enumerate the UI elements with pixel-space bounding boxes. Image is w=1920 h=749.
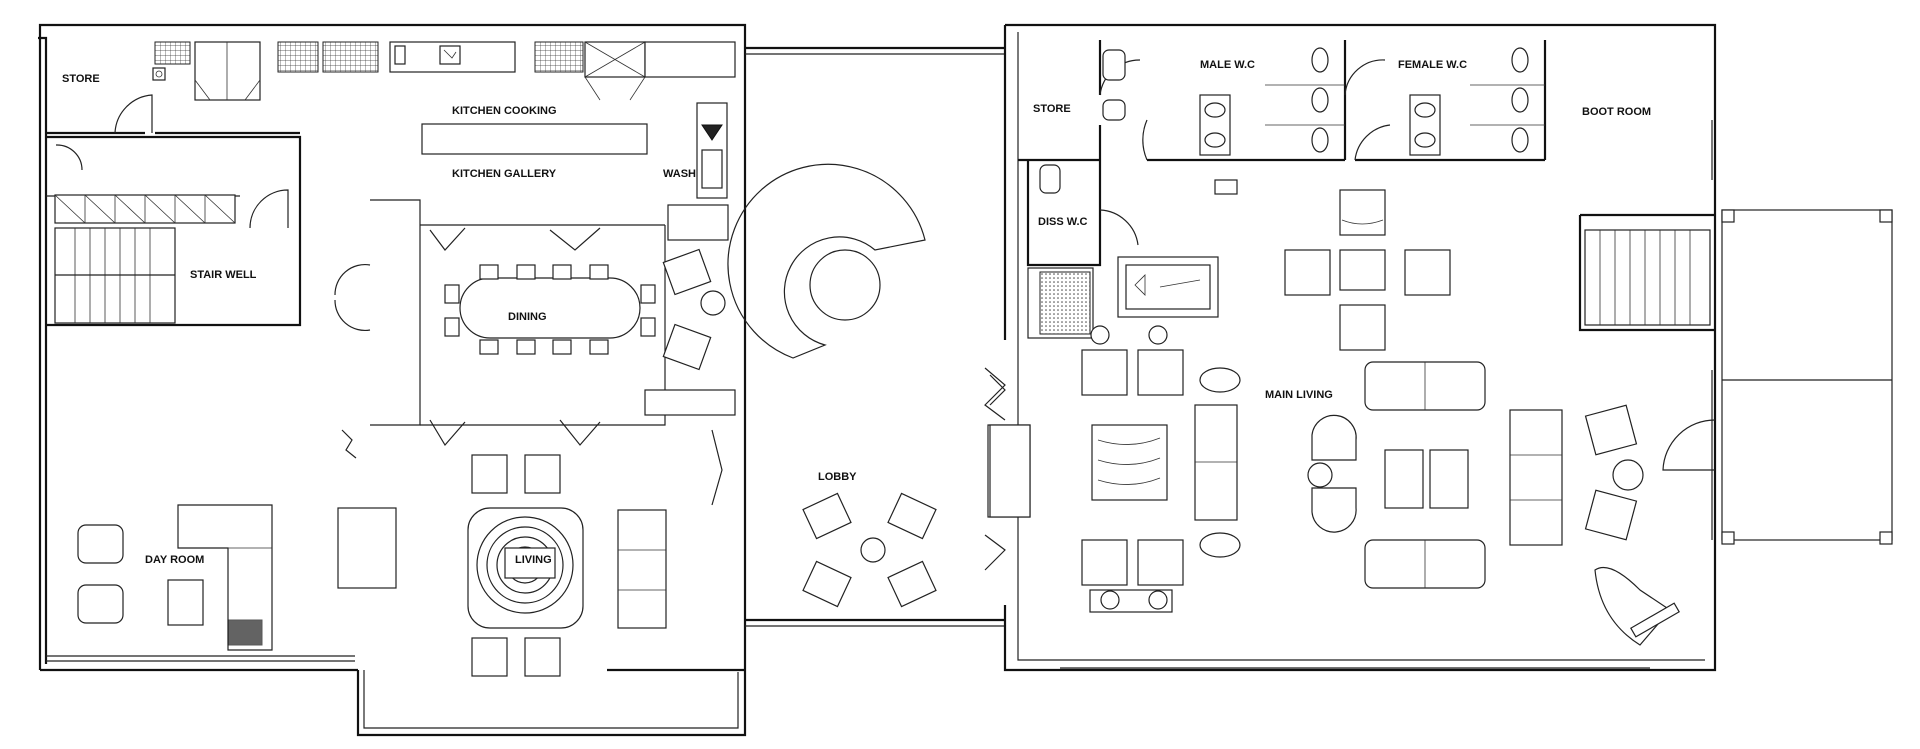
room-label-wash: WASH [663, 168, 696, 180]
lobby: LOBBY [727, 46, 1006, 627]
room-label-kitchen-cooking: KITCHEN COOKING [452, 105, 557, 117]
dining-room-walls [334, 199, 736, 447]
store-west-room [46, 94, 300, 135]
main-living-furniture [987, 325, 1680, 646]
room-label-store-east: STORE [1033, 103, 1071, 115]
kitchen-appliances [152, 41, 736, 101]
room-label-day-room: DAY ROOM [145, 554, 204, 566]
dining-table [444, 264, 656, 355]
room-label-lobby: LOBBY [818, 471, 857, 483]
room-label-dining: DINING [508, 311, 547, 323]
east-building: STORE MALE W.C FEMALE W.C BOOT ROOM DISS… [987, 23, 1893, 672]
kitchen-cooking-island [421, 123, 648, 155]
room-label-main-living: MAIN LIVING [1265, 389, 1333, 401]
exterior-canopy [1721, 209, 1893, 545]
room-label-living: LIVING [515, 554, 552, 566]
room-label-store-west: STORE [62, 73, 100, 85]
games-area [1117, 179, 1451, 351]
living-furniture [337, 429, 723, 677]
wc-block [1018, 40, 1547, 162]
room-label-boot-room: BOOT ROOM [1582, 106, 1651, 118]
room-label-female-wc: FEMALE W.C [1398, 59, 1467, 71]
boot-room-stair [1578, 213, 1716, 471]
room-label-kitchen-gallery: KITCHEN GALLERY [452, 168, 557, 180]
dining-lounge-chairs [662, 248, 726, 371]
day-room-furniture [77, 429, 357, 651]
stair-well [46, 135, 302, 327]
room-label-diss-wc: DISS W.C [1038, 216, 1088, 228]
diss-wc-room [1026, 160, 1139, 339]
wash-counter [667, 204, 729, 241]
west-building: STORE KITCHEN COOKING KITCHEN GALLERY WA… [38, 23, 747, 737]
room-label-stair-well: STAIR WELL [190, 269, 257, 281]
room-label-male-wc: MALE W.C [1200, 59, 1255, 71]
